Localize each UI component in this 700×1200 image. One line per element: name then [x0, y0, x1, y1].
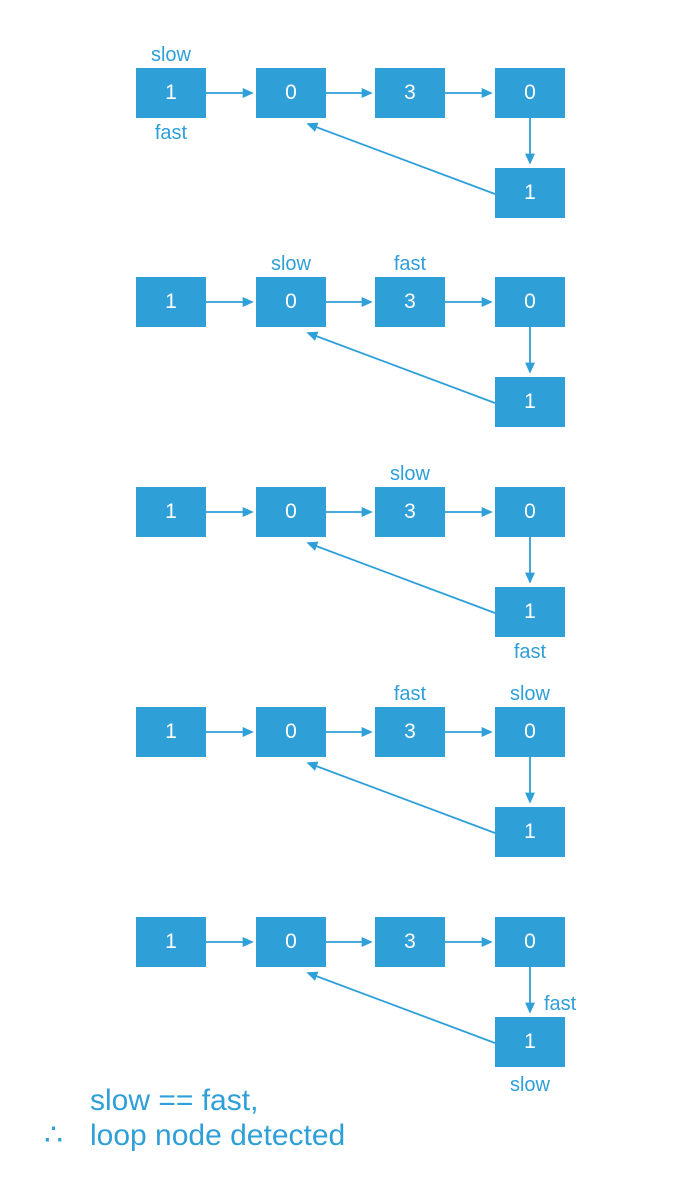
list-node-4: 0 — [495, 707, 565, 757]
list-node-2: 0 — [256, 68, 326, 118]
conclusion-line-1: slow == fast, — [90, 1084, 259, 1117]
list-node-4: 0 — [495, 68, 565, 118]
list-node-4: 0 — [495, 917, 565, 967]
list-node-2: 0 — [256, 707, 326, 757]
fast-pointer-label: fast — [393, 253, 427, 275]
slow-pointer-label: slow — [509, 683, 550, 705]
loop-back-arrow — [306, 761, 496, 834]
list-node-4: 0 — [495, 277, 565, 327]
fast-pointer-label: fast — [544, 993, 577, 1015]
loop-back-arrow — [306, 122, 496, 195]
fast-pointer-label: fast — [513, 641, 547, 663]
loop-node: 1 — [495, 587, 565, 637]
stage-4-arrows — [206, 727, 535, 834]
slow-pointer-label: slow — [150, 44, 191, 66]
list-node-1: 1 — [136, 68, 206, 118]
stage-3-arrows — [206, 507, 535, 614]
loop-back-arrow — [306, 541, 496, 614]
list-node-3: 3 — [375, 707, 445, 757]
fast-pointer-label: fast — [393, 683, 427, 705]
list-node-3: 3 — [375, 917, 445, 967]
loop-back-arrow — [306, 971, 496, 1044]
slow-pointer-label: slow — [509, 1074, 550, 1096]
list-node-2: 0 — [256, 277, 326, 327]
stage-1-arrows — [206, 88, 535, 195]
slow-pointer-label: slow — [389, 463, 430, 485]
list-node-3: 3 — [375, 277, 445, 327]
list-node-1: 1 — [136, 487, 206, 537]
loop-node: 1 — [495, 377, 565, 427]
loop-back-arrow — [306, 331, 496, 404]
list-node-1: 1 — [136, 277, 206, 327]
list-node-1: 1 — [136, 917, 206, 967]
list-node-2: 0 — [256, 487, 326, 537]
fast-pointer-label: fast — [154, 122, 188, 144]
list-node-2: 0 — [256, 917, 326, 967]
conclusion-line-2: loop node detected — [90, 1119, 346, 1152]
slow-pointer-label: slow — [270, 253, 311, 275]
stage-2-arrows — [206, 297, 535, 404]
stage-5-arrows — [206, 937, 535, 1044]
list-node-4: 0 — [495, 487, 565, 537]
loop-node: 1 — [495, 1017, 565, 1067]
loop-node: 1 — [495, 807, 565, 857]
loop-node: 1 — [495, 168, 565, 218]
list-node-3: 3 — [375, 487, 445, 537]
list-node-3: 3 — [375, 68, 445, 118]
therefore-symbol: ∴ — [44, 1119, 64, 1152]
list-node-1: 1 — [136, 707, 206, 757]
